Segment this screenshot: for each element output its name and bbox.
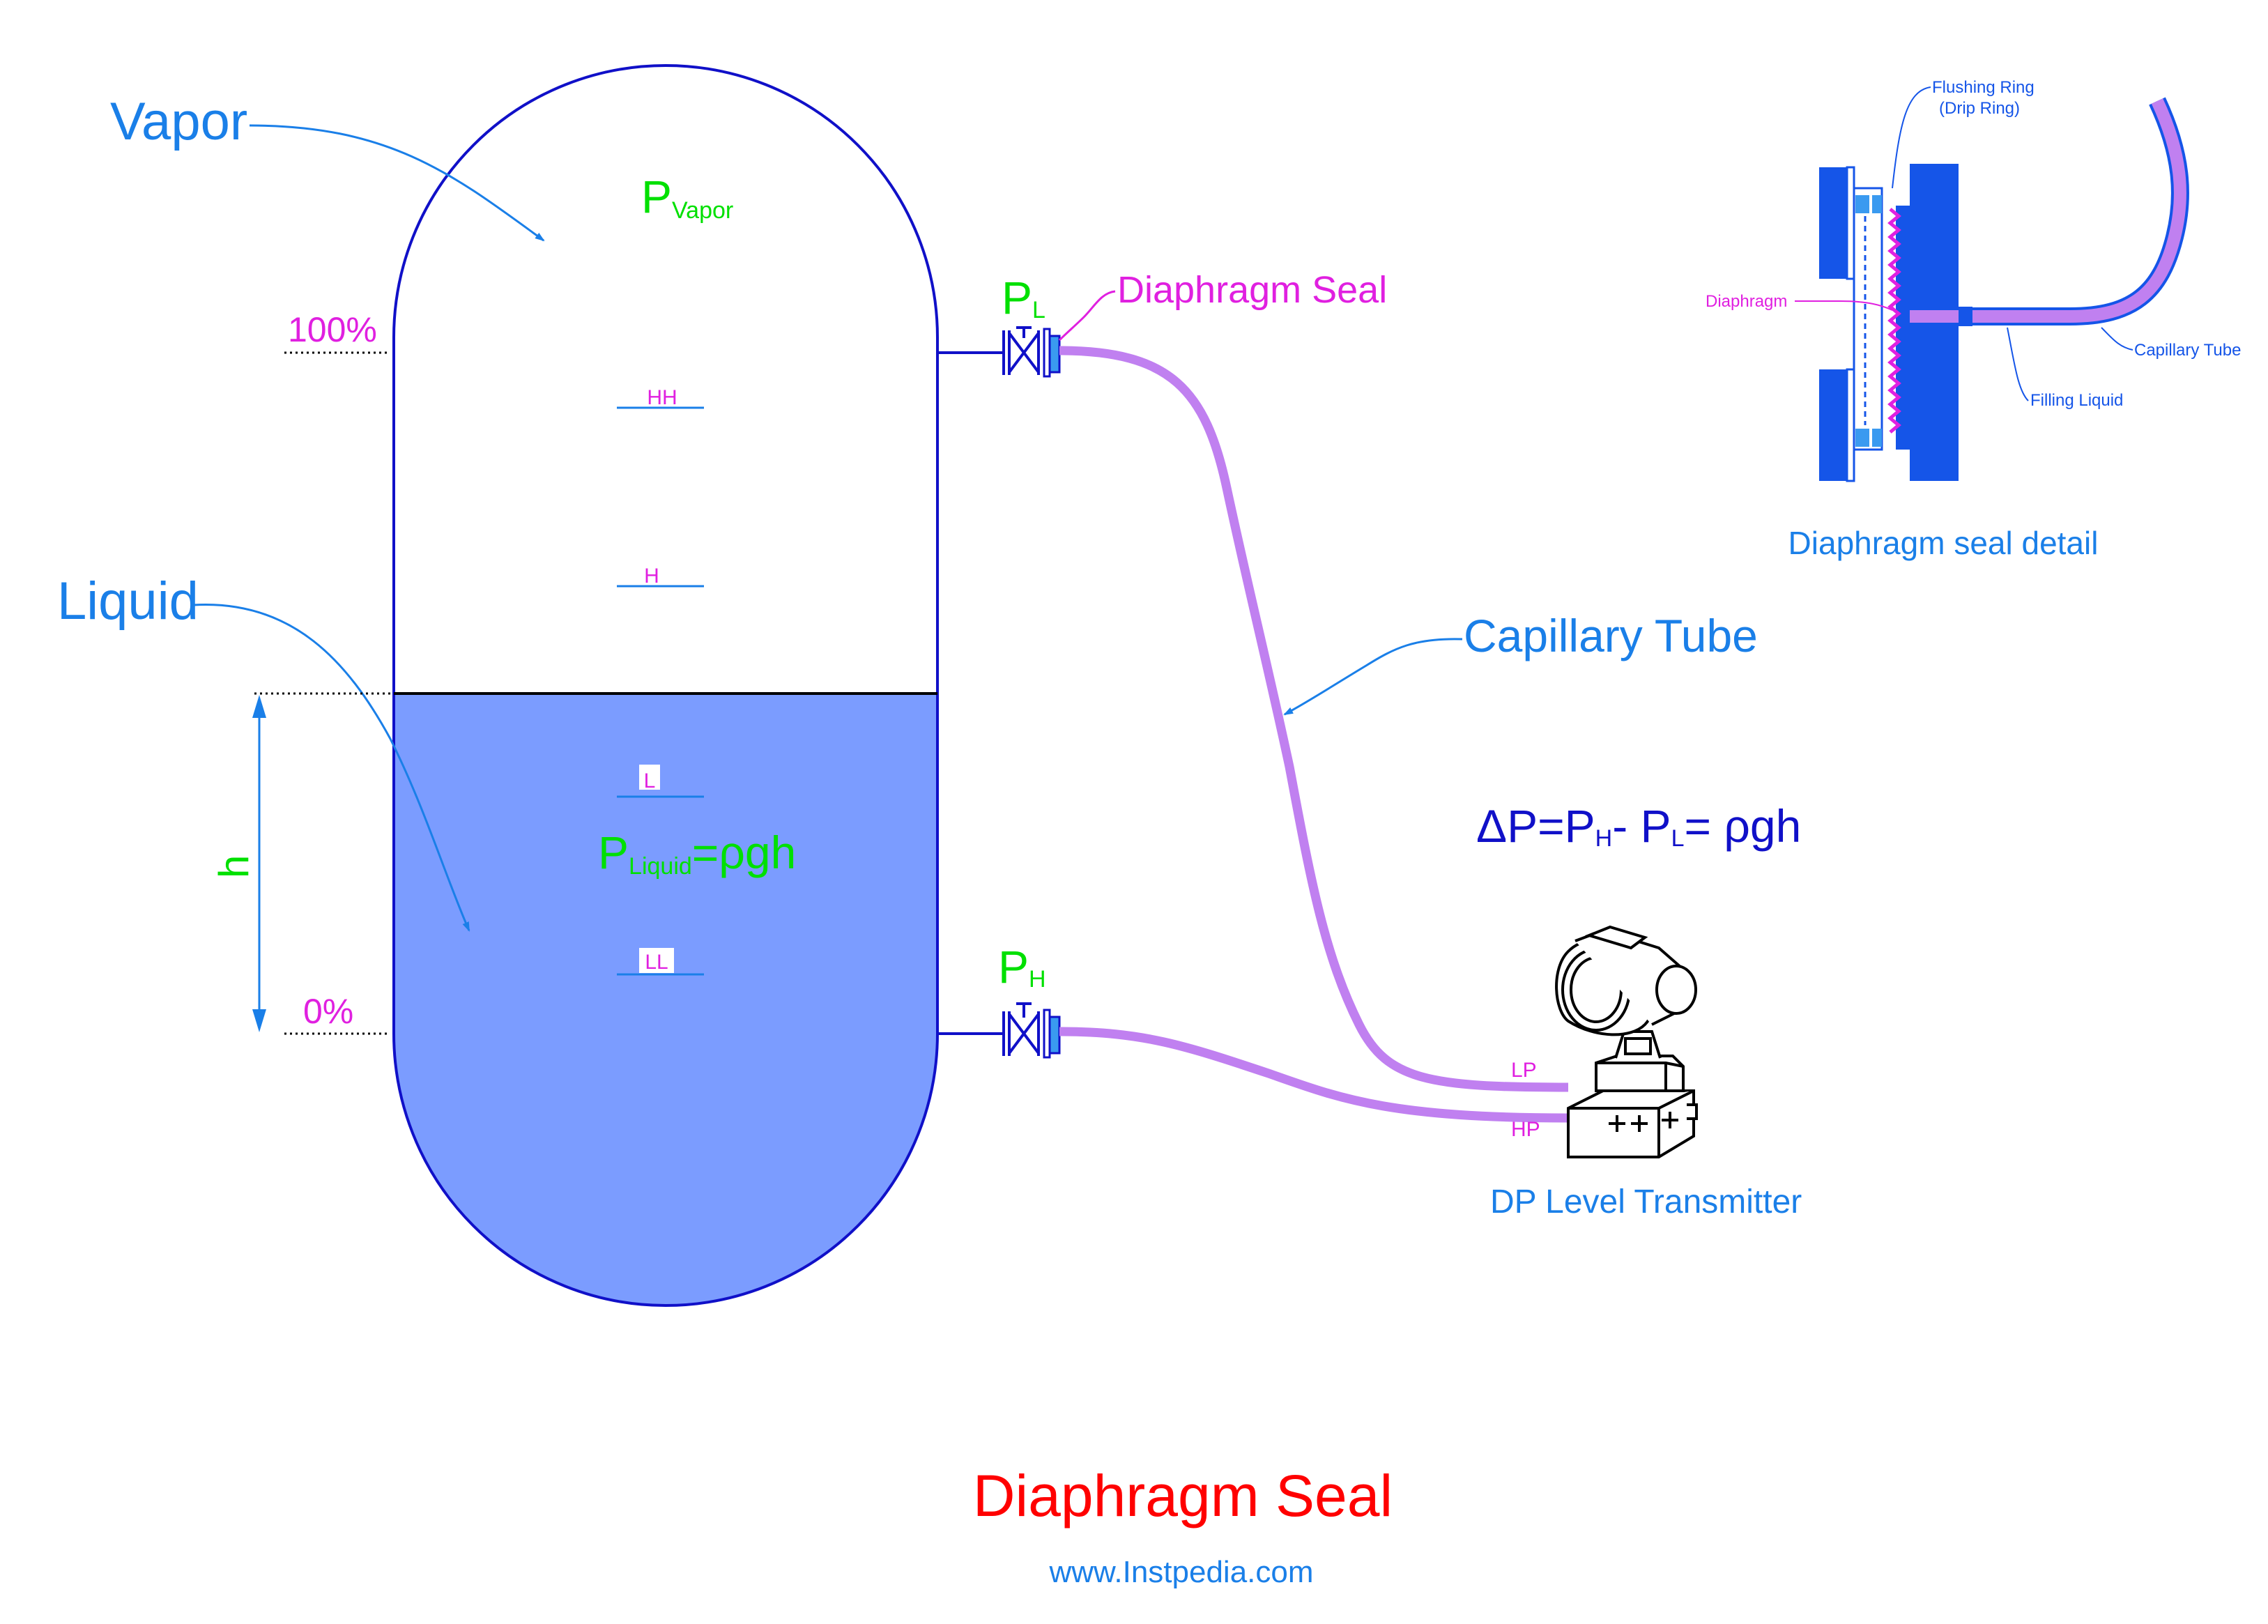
p-vapor-label: PVapor [641, 171, 733, 224]
h-label: h [210, 855, 257, 878]
lower-diaphragm-seal [1048, 1016, 1061, 1055]
upper-diaphragm-seal [1048, 335, 1061, 374]
detail-drip-ring-label: (Drip Ring) [1939, 99, 2020, 118]
p-liquid-label: PLiquid=ρgh [598, 827, 796, 880]
level-marks: HH H L LL [617, 386, 704, 976]
capillary-tube-leader [1283, 638, 1463, 716]
diaphragm-seal-leader [1058, 290, 1116, 342]
transmitter-label: DP Level Transmitter [1490, 1183, 1802, 1220]
detail-diaphragm [1887, 208, 1901, 434]
level-h-label: H [644, 565, 659, 588]
detail-flushing-ring-label: Flushing Ring [1932, 78, 2035, 97]
manifold-valves [1609, 1103, 1698, 1132]
capillary-tube-upper [1059, 346, 1569, 1092]
lp-label: LP [1511, 1059, 1537, 1082]
level-100-label: 100% [288, 310, 377, 349]
liquid-label: Liquid [57, 572, 199, 631]
height-dimension: h [210, 695, 266, 1032]
lower-nozzle [937, 1002, 1061, 1059]
liquid-fill [394, 694, 937, 1305]
website-label: www.Instpedia.com [1048, 1555, 1313, 1589]
level-0-label: 0% [303, 992, 353, 1031]
capillary-tube-label: Capillary Tube [1464, 610, 1758, 661]
level-l-label: L [644, 769, 656, 792]
diaphragm-seal-detail: Flushing Ring (Drip Ring) Diaphragm Fill… [1706, 78, 2241, 561]
diaphragm-seal-label: Diaphragm Seal [1117, 269, 1387, 311]
flushing-ring [1853, 187, 1883, 451]
liquid-leader [193, 604, 470, 932]
upper-nozzle [937, 326, 1061, 378]
vapor-leader [249, 124, 545, 242]
vapor-label: Vapor [110, 92, 247, 151]
detail-filling-liquid-label: Filling Liquid [2030, 391, 2123, 410]
level-hh-label: HH [647, 386, 677, 409]
capillary-tube-lower [1059, 1027, 1569, 1123]
detail-diaphragm-label: Diaphragm [1706, 292, 1787, 311]
detail-caption: Diaphragm seal detail [1788, 525, 2099, 561]
ph-label: PH [998, 941, 1046, 993]
page-title: Diaphragm Seal [973, 1463, 1393, 1529]
dp-equation: ΔP=PH- PL= ρgh [1476, 800, 1801, 852]
vessel [392, 64, 939, 1307]
detail-capillary-tube-label: Capillary Tube [2134, 341, 2241, 360]
dp-transmitter [1555, 925, 1698, 1158]
hp-label: HP [1511, 1118, 1540, 1141]
pl-label: PL [1002, 272, 1045, 323]
level-ll-label: LL [645, 951, 668, 974]
